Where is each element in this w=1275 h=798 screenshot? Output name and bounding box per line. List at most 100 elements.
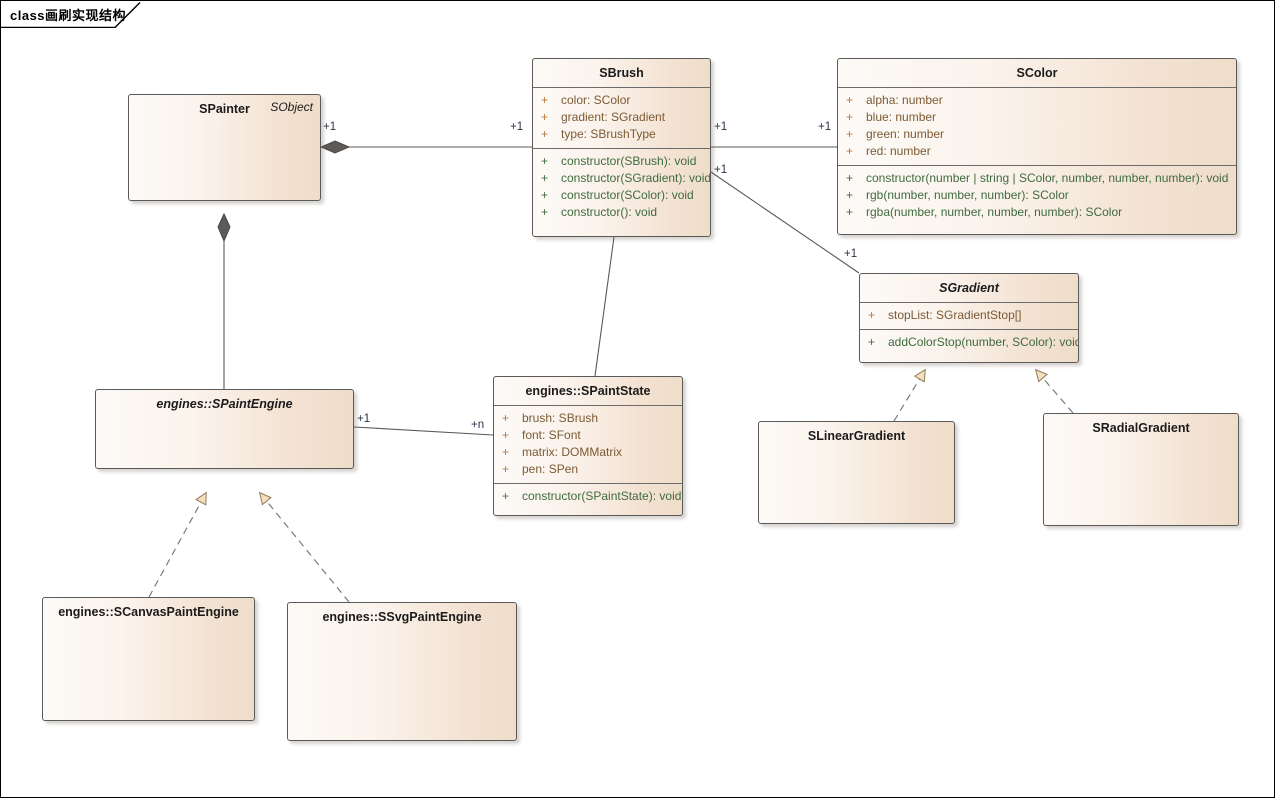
visibility-marker: +: [846, 205, 854, 219]
class-header-spaintengine: engines::SPaintEngine: [96, 390, 353, 418]
multiplicity-painter-brush-target: +1: [510, 121, 524, 133]
class-box-ssvgpaintengine[interactable]: engines::SSvgPaintEngine: [287, 602, 517, 741]
link-spainter-sbrush: [319, 140, 532, 154]
operation-row: + constructor(SBrush): void: [533, 153, 710, 170]
class-header-scanvaspaintengine: engines::SCanvasPaintEngine: [43, 598, 254, 626]
visibility-marker: +: [502, 489, 510, 503]
multiplicity-engine-state-source: +1: [357, 413, 371, 425]
attribute-text: pen: SPen: [522, 462, 579, 476]
operation-row: + rgb(number, number, number): SColor: [838, 187, 1236, 204]
visibility-marker: +: [868, 335, 876, 349]
visibility-marker: +: [846, 110, 854, 124]
operation-row: + addColorStop(number, SColor): void: [860, 334, 1078, 351]
visibility-marker: +: [541, 110, 549, 124]
class-name-scanvaspaintengine: engines::SCanvasPaintEngine: [58, 605, 239, 619]
operation-row: + constructor(number | string | SColor, …: [838, 170, 1236, 187]
attribute-text: stopList: SGradientStop[]: [888, 308, 1022, 322]
class-box-spaintstate[interactable]: engines::SPaintState + brush: SBrush + f…: [493, 376, 683, 516]
attribute-text: blue: number: [866, 110, 937, 124]
class-box-sbrush[interactable]: SBrush + color: SColor + gradient: SGrad…: [532, 58, 711, 237]
class-header-scolor: SColor: [838, 59, 1236, 88]
visibility-marker: +: [541, 154, 549, 168]
visibility-marker: +: [502, 411, 510, 425]
attribute-row: + alpha: number: [838, 92, 1236, 109]
class-name-sbrush: SBrush: [599, 66, 644, 80]
class-name-spainter: SPainter: [199, 102, 250, 116]
attribute-row: + font: SFont: [494, 427, 682, 444]
frame-tab-shape: [1, 1, 141, 28]
class-header-slineargradient: SLinearGradient: [759, 422, 954, 450]
operation-text: constructor(): void: [561, 205, 658, 219]
class-box-slineargradient[interactable]: SLinearGradient: [758, 421, 955, 524]
link-spainter-spaintengine: [217, 212, 231, 389]
multiplicity-brush-color-source: +1: [714, 121, 728, 133]
frame-tab-outline: [1, 2, 141, 28]
attribute-row: + type: SBrushType: [533, 126, 710, 143]
class-box-spaintengine[interactable]: engines::SPaintEngine: [95, 389, 354, 469]
attribute-text: matrix: DOMMatrix: [522, 445, 622, 459]
attribute-text: gradient: SGradient: [561, 110, 666, 124]
operation-row: + rgba(number, number, number, number): …: [838, 204, 1236, 221]
operation-row: + constructor(): void: [533, 204, 710, 221]
visibility-marker: +: [846, 127, 854, 141]
operation-text: constructor(number | string | SColor, nu…: [866, 171, 1229, 185]
multiplicity-brush-gradient-source: +1: [714, 164, 728, 176]
visibility-marker: +: [846, 188, 854, 202]
attributes-sgradient: + stopList: SGradientStop[]: [860, 303, 1078, 330]
operations-scolor: + constructor(number | string | SColor, …: [838, 166, 1236, 226]
operation-text: constructor(SGradient): void: [561, 171, 711, 185]
class-header-spaintstate: engines::SPaintState: [494, 377, 682, 406]
attribute-text: green: number: [866, 127, 945, 141]
attribute-text: red: number: [866, 144, 931, 158]
attribute-text: brush: SBrush: [522, 411, 599, 425]
link-ssvgpaintengine-spaintengine: [260, 493, 350, 603]
class-box-scanvaspaintengine[interactable]: engines::SCanvasPaintEngine: [42, 597, 255, 721]
visibility-marker: +: [846, 144, 854, 158]
attribute-row: + red: number: [838, 143, 1236, 160]
class-box-sgradient[interactable]: SGradient + stopList: SGradientStop[] + …: [859, 273, 1079, 363]
class-name-scolor: SColor: [1016, 66, 1058, 80]
operation-text: rgb(number, number, number): SColor: [866, 188, 1069, 202]
link-slineargradient-sgradient: [893, 370, 925, 422]
attribute-row: + color: SColor: [533, 92, 710, 109]
operation-text: constructor(SBrush): void: [561, 154, 697, 168]
visibility-marker: +: [502, 462, 510, 476]
attribute-row: + blue: number: [838, 109, 1236, 126]
attribute-row: + stopList: SGradientStop[]: [860, 307, 1078, 324]
class-box-sradialgradient[interactable]: SRadialGradient: [1043, 413, 1239, 526]
class-header-sbrush: SBrush: [533, 59, 710, 88]
visibility-marker: +: [846, 171, 854, 185]
visibility-marker: +: [541, 188, 549, 202]
class-name-sgradient: SGradient: [939, 281, 999, 295]
visibility-marker: +: [502, 445, 510, 459]
class-box-scolor[interactable]: SColor + alpha: number + blue: number + …: [837, 58, 1237, 235]
class-name-spaintengine: engines::SPaintEngine: [156, 397, 293, 411]
class-box-spainter[interactable]: SPainter SObject: [128, 94, 321, 201]
class-name-ssvgpaintengine: engines::SSvgPaintEngine: [322, 610, 482, 624]
multiplicity-engine-state-target: +n: [471, 419, 485, 431]
visibility-marker: +: [541, 127, 549, 141]
visibility-marker: +: [541, 205, 549, 219]
visibility-marker: +: [868, 308, 876, 322]
link-scanvaspaintengine-spaintengine: [148, 493, 206, 598]
operations-spaintstate: + constructor(SPaintState): void: [494, 484, 682, 510]
attribute-text: type: SBrushType: [561, 127, 656, 141]
visibility-marker: +: [541, 171, 549, 185]
attribute-row: + pen: SPen: [494, 461, 682, 478]
class-name-sradialgradient: SRadialGradient: [1092, 421, 1190, 435]
operation-row: + constructor(SGradient): void: [533, 170, 710, 187]
link-sbrush-spaintstate: [594, 236, 615, 377]
attribute-row: + matrix: DOMMatrix: [494, 444, 682, 461]
attributes-sbrush: + color: SColor + gradient: SGradient + …: [533, 88, 710, 149]
class-header-sradialgradient: SRadialGradient: [1044, 414, 1238, 442]
operations-sgradient: + addColorStop(number, SColor): void: [860, 330, 1078, 356]
operation-text: rgba(number, number, number, number): SC…: [866, 205, 1123, 219]
multiplicity-brush-gradient-target: +1: [844, 248, 858, 260]
attribute-text: alpha: number: [866, 93, 943, 107]
class-parent-label-spainter: SObject: [270, 100, 313, 114]
frame-title: class画刷实现结构: [10, 8, 127, 23]
visibility-marker: +: [846, 93, 854, 107]
class-header-ssvgpaintengine: engines::SSvgPaintEngine: [288, 603, 516, 631]
attribute-row: + green: number: [838, 126, 1236, 143]
attribute-row: + gradient: SGradient: [533, 109, 710, 126]
